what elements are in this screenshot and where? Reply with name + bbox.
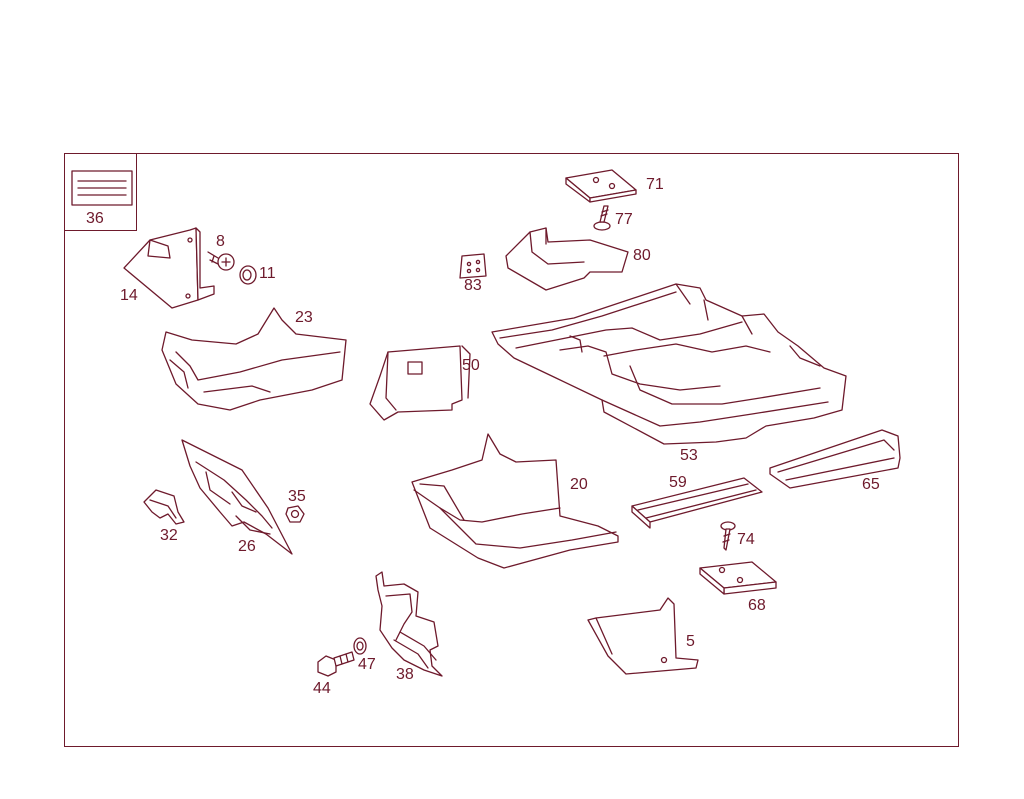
legend-icon — [71, 170, 133, 206]
label-53: 53 — [680, 447, 698, 464]
label-11: 11 — [259, 265, 276, 282]
part-8-screw — [207, 251, 235, 271]
part-26-bracket — [181, 439, 293, 555]
part-83-plate — [459, 253, 487, 279]
label-35: 35 — [288, 488, 306, 505]
part-50-panel — [369, 345, 471, 421]
label-44: 44 — [313, 680, 331, 697]
label-80: 80 — [633, 247, 651, 264]
label-20: 20 — [570, 476, 588, 493]
label-74: 74 — [737, 531, 755, 548]
part-44-bolt — [317, 651, 355, 677]
label-50: 50 — [462, 357, 480, 374]
part-11-clip — [239, 265, 257, 285]
label-38: 38 — [396, 666, 414, 683]
part-53-floor-carpet — [491, 283, 847, 445]
label-47: 47 — [358, 656, 376, 673]
part-14-bracket — [123, 227, 215, 309]
label-77: 77 — [615, 211, 633, 228]
label-59: 59 — [669, 474, 687, 491]
legend-box — [64, 153, 137, 231]
label-8: 8 — [216, 233, 225, 250]
legend-label: 36 — [86, 210, 104, 227]
label-5: 5 — [686, 633, 695, 650]
part-77-screw — [593, 205, 611, 231]
label-26: 26 — [238, 538, 256, 555]
label-68: 68 — [748, 597, 766, 614]
label-32: 32 — [160, 527, 178, 544]
part-35-nut — [285, 505, 305, 523]
part-47-washer — [353, 637, 367, 655]
label-83: 83 — [464, 277, 482, 294]
part-32-clip — [143, 489, 185, 525]
label-65: 65 — [862, 476, 880, 493]
part-71-pad — [565, 169, 637, 203]
part-59-sill — [631, 477, 763, 529]
part-38-bracket — [375, 571, 443, 677]
part-74-screw — [720, 521, 736, 551]
label-23: 23 — [295, 309, 313, 326]
part-80-cover — [505, 227, 629, 291]
part-68-pad — [699, 561, 777, 595]
part-20-front-carpet — [411, 433, 619, 569]
part-65-sill — [769, 429, 901, 489]
label-14: 14 — [120, 287, 138, 304]
diagram-frame — [64, 153, 959, 747]
label-71: 71 — [646, 176, 664, 193]
part-23-panel — [161, 307, 347, 411]
part-5-footrest — [587, 597, 699, 675]
